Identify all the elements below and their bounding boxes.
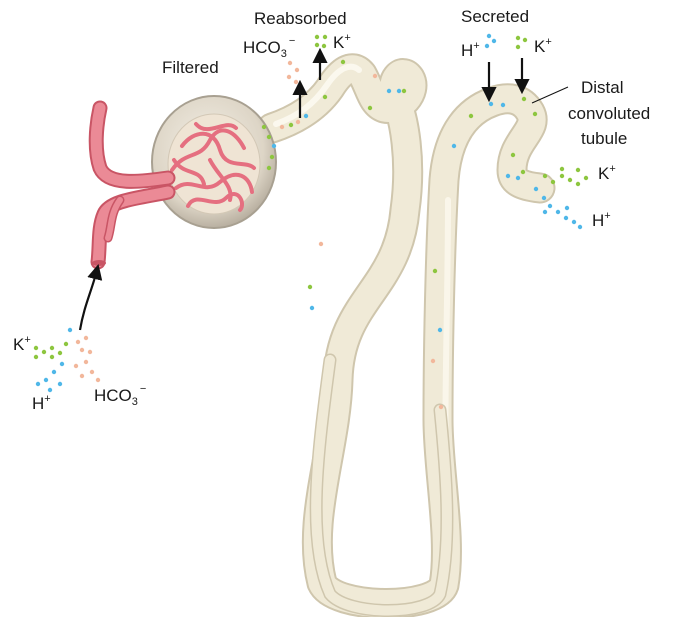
tubule <box>272 67 540 611</box>
glomerulus <box>152 96 276 228</box>
label-blood-h: H+ <box>32 394 51 412</box>
distal-leader-line <box>532 87 568 103</box>
label-distal-line1: Distal <box>581 79 624 96</box>
filtration-arrow <box>80 270 97 330</box>
label-distal-h: H+ <box>592 211 611 229</box>
label-reabsorbed-hco3: HCO3− <box>243 36 295 60</box>
label-reabsorbed-k: K+ <box>333 33 351 51</box>
label-secreted-k: K+ <box>534 37 552 55</box>
label-blood-k: K+ <box>13 335 31 353</box>
label-secreted: Secreted <box>461 8 529 25</box>
label-blood-hco3: HCO3− <box>94 384 146 408</box>
label-reabsorbed: Reabsorbed <box>254 10 347 27</box>
blood-vessels <box>92 108 168 266</box>
label-secreted-h: H+ <box>461 41 480 59</box>
label-filtered: Filtered <box>162 59 219 76</box>
label-distal-k: K+ <box>598 164 616 182</box>
label-distal-line3: tubule <box>581 130 627 147</box>
label-distal-line2: convoluted <box>568 105 650 122</box>
